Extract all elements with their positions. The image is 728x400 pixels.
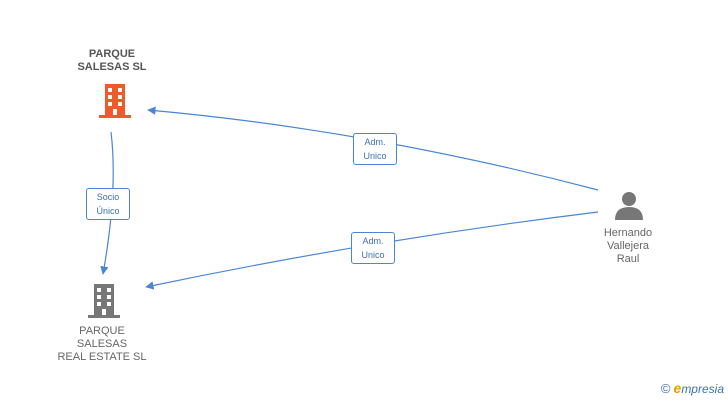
building-icon[interactable] (99, 84, 131, 118)
building-icon[interactable] (88, 284, 120, 318)
brand-watermark[interactable]: ©empresia (661, 380, 724, 396)
edge-label-adm-sub[interactable]: Adm. Unico (351, 232, 395, 264)
edge-label-adm-sub-line-2: Unico (361, 250, 385, 260)
edge-label-adm-main-line-2: Unico (363, 151, 387, 161)
company-main-name-line-1: PARQUE (88, 48, 136, 60)
edge-label-adm-main[interactable]: Adm. Unico (353, 133, 397, 165)
person-name-line-2: Vallejera (607, 240, 649, 252)
brand-name: mpresia (681, 382, 724, 396)
person-name-line-3: Raul (616, 253, 640, 265)
company-main-name-line-2: SALESAS SL (77, 61, 147, 73)
person-name-line-1: Hernando (603, 227, 653, 239)
edge-label-adm-sub-line-1: Adm. (362, 236, 384, 246)
brand-initial: e (673, 380, 682, 396)
copyright-icon: © (660, 381, 671, 396)
company-sub-label[interactable]: PARQUE SALESAS REAL ESTATE SL (44, 325, 160, 364)
company-sub-name-line-1: PARQUE (79, 325, 125, 337)
edge-label-socio[interactable]: Socio Único (86, 188, 130, 220)
edge-label-adm-main-line-1: Adm. (364, 137, 386, 147)
company-sub-name-line-2: SALESAS (76, 338, 128, 350)
company-main-label[interactable]: PARQUE SALESAS SL (62, 48, 162, 74)
company-sub-name-line-3: REAL ESTATE SL (57, 351, 147, 363)
person-label[interactable]: Hernando Vallejera Raul (583, 227, 673, 266)
person-icon[interactable] (614, 190, 644, 220)
edge-label-socio-line-2: Único (96, 206, 120, 216)
edge-label-socio-line-1: Socio (96, 192, 120, 202)
